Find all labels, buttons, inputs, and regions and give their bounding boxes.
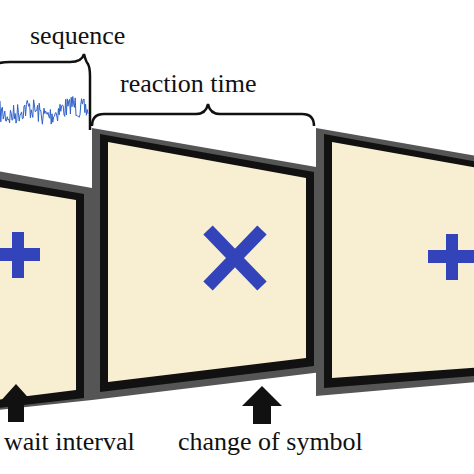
screen-middle: [92, 128, 322, 400]
brace-sequence: [0, 54, 90, 76]
interval-label: reaction time: [120, 70, 256, 99]
screen-right: [316, 128, 474, 396]
event-label: change of symbol: [178, 428, 363, 457]
screen-left: [0, 168, 92, 412]
pointer-arrow: [242, 386, 282, 424]
event-label: wait interval: [4, 428, 135, 457]
divider-line: [89, 76, 92, 130]
pointer-arrow: [0, 384, 34, 422]
sequence-label: sequence: [30, 22, 125, 51]
brace-reaction-time: [92, 104, 314, 126]
signal-trace: [0, 97, 88, 125]
